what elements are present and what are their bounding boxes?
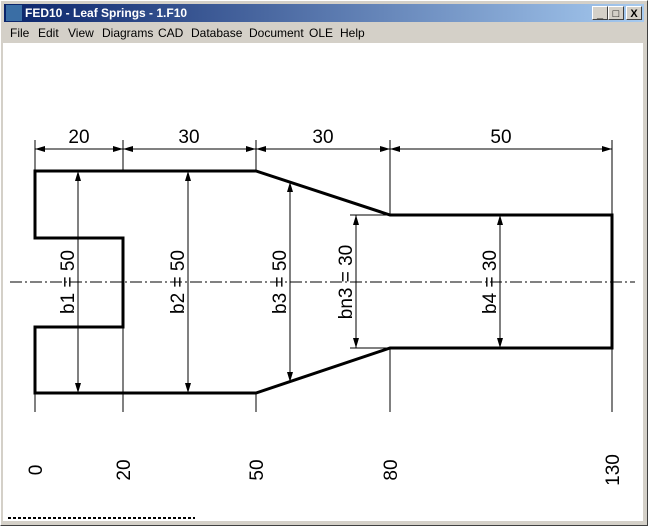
width-label-b2: b2 = 50 <box>168 250 189 314</box>
menu-document[interactable]: Document <box>249 26 304 40</box>
extension-lines <box>34 140 613 412</box>
menu-help[interactable]: Help <box>340 26 365 40</box>
position-label: 130 <box>603 454 624 486</box>
dim-label: 50 <box>490 127 511 148</box>
drawing-canvas[interactable]: 20 30 30 50 b1 = 50 b2 = 50 b3 = 50 bn3 … <box>3 43 643 521</box>
width-label-bn3: bn3 = 30 <box>336 245 357 320</box>
position-label: 50 <box>247 459 268 480</box>
leaf-spring-drawing: 20 30 30 50 b1 = 50 b2 = 50 b3 = 50 bn3 … <box>8 127 635 519</box>
width-label-b4: b4 = 30 <box>480 250 501 314</box>
dim-label: 30 <box>178 127 199 148</box>
title-bar: FED10 - Leaf Springs - 1.F10 _ □ X <box>4 4 644 22</box>
dim-label: 20 <box>68 127 89 148</box>
menu-diagrams[interactable]: Diagrams <box>102 26 154 40</box>
window-title: FED10 - Leaf Springs - 1.F10 <box>25 6 188 20</box>
width-label-b1: b1 = 50 <box>58 250 79 314</box>
menu-database[interactable]: Database <box>191 26 243 40</box>
menu-ole[interactable]: OLE <box>309 26 334 40</box>
width-label-b3: b3 = 50 <box>270 250 291 314</box>
menu-view[interactable]: View <box>68 26 94 40</box>
position-label: 20 <box>114 459 135 480</box>
dim-label: 30 <box>312 127 333 148</box>
app-icon <box>6 5 22 21</box>
menu-cad[interactable]: CAD <box>158 26 184 40</box>
position-label: 80 <box>381 459 402 480</box>
menu-edit[interactable]: Edit <box>38 26 59 40</box>
position-label: 0 <box>26 465 47 476</box>
minimize-button[interactable]: _ <box>592 6 608 20</box>
maximize-button[interactable]: □ <box>608 6 624 20</box>
dimension-lines <box>35 146 612 393</box>
close-button[interactable]: X <box>626 6 642 20</box>
menu-file[interactable]: File <box>10 26 30 40</box>
